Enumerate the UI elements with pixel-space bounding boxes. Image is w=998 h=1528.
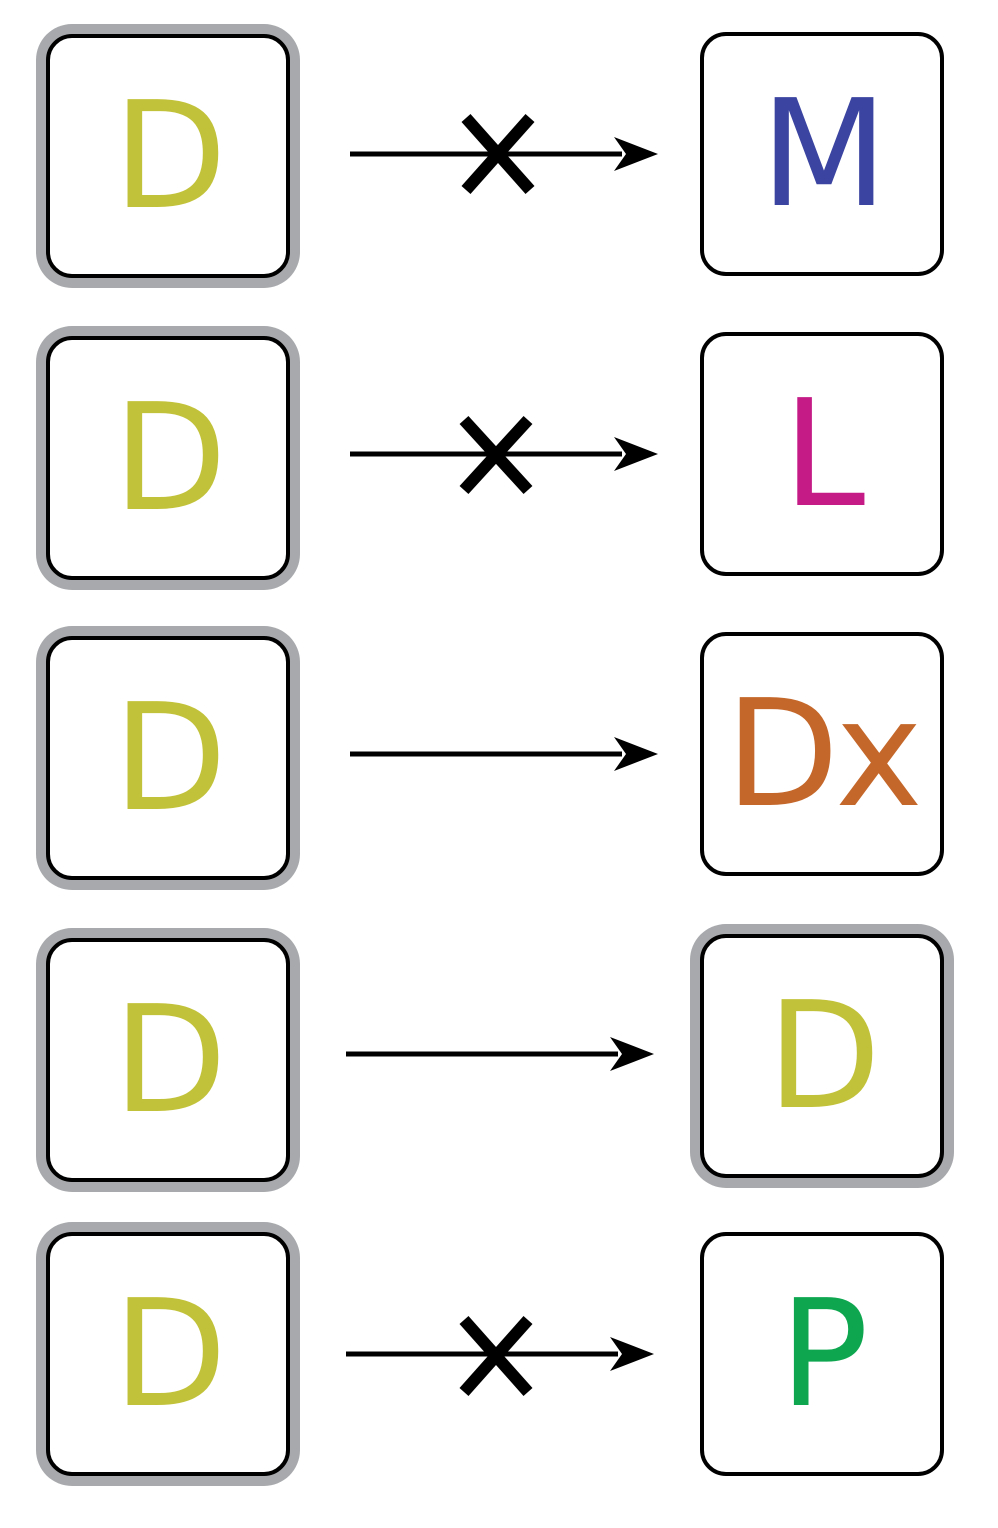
- target-letter: Dx: [725, 668, 923, 840]
- cross-mark-icon: [459, 1316, 533, 1396]
- arrow-head: [614, 737, 658, 771]
- source-letter: D: [113, 1268, 227, 1440]
- target-letter: M: [760, 68, 888, 240]
- arrow-head: [610, 1037, 654, 1071]
- target-box: L: [700, 332, 944, 576]
- source-letter: D: [113, 672, 227, 844]
- relation-row: D L: [0, 300, 998, 600]
- source-letter: D: [113, 70, 227, 242]
- cross-mark-icon: [459, 415, 533, 495]
- cross-mark-icon: [461, 114, 535, 194]
- source-box: D: [46, 938, 290, 1182]
- source-box: D: [46, 1232, 290, 1476]
- target-letter: L: [782, 368, 865, 540]
- arrow-head: [614, 137, 658, 171]
- target-box: D: [700, 934, 944, 1178]
- arrow-head: [614, 437, 658, 471]
- source-box: D: [46, 34, 290, 278]
- relation-row: D P: [0, 1200, 998, 1500]
- arrow-head: [610, 1337, 654, 1371]
- source-letter: D: [113, 372, 227, 544]
- blocked-arrow: [346, 1316, 654, 1396]
- source-box: D: [46, 636, 290, 880]
- target-box: P: [700, 1232, 944, 1476]
- arrow: [346, 1037, 654, 1071]
- target-box: M: [700, 32, 944, 276]
- blocked-arrow: [350, 114, 658, 194]
- target-box: Dx: [700, 632, 944, 876]
- relation-row: D D: [0, 900, 998, 1200]
- relation-row: D Dx: [0, 600, 998, 900]
- relation-row: D M: [0, 0, 998, 300]
- target-letter: P: [779, 1268, 868, 1440]
- target-letter: D: [767, 970, 881, 1142]
- arrow: [350, 737, 658, 771]
- source-letter: D: [113, 974, 227, 1146]
- source-box: D: [46, 336, 290, 580]
- blocked-arrow: [350, 415, 658, 495]
